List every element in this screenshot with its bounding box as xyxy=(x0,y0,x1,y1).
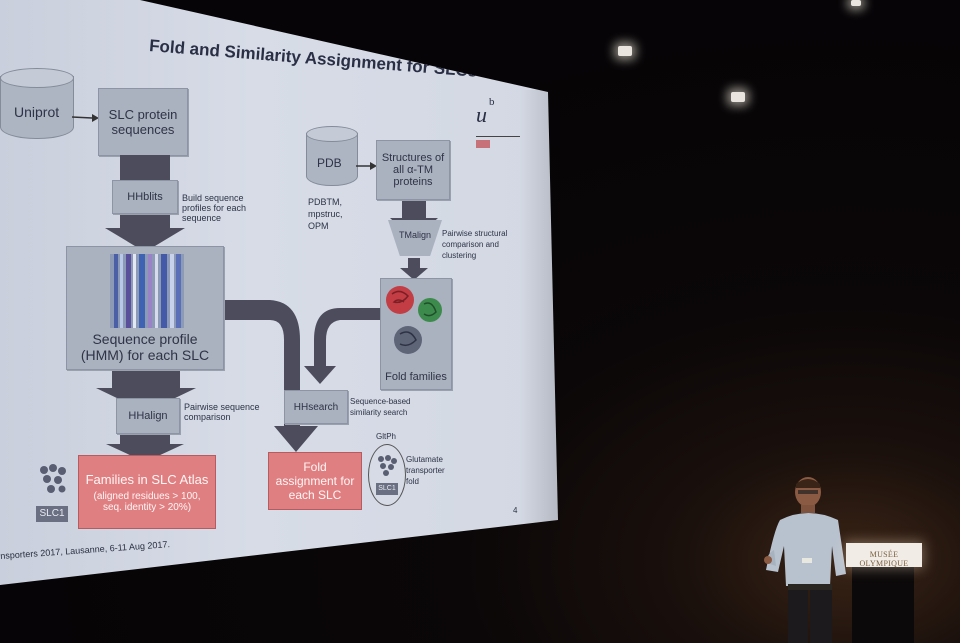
hhalign-note: Pairwise sequence comparison xyxy=(184,402,260,422)
lectern-stand xyxy=(852,566,914,643)
slc1-left-label: SLC1 xyxy=(39,508,65,519)
hhblits-label: HHblits xyxy=(127,191,163,203)
fold-families-label: Fold families xyxy=(385,371,447,383)
hhblits-box: HHblits xyxy=(112,180,178,214)
gltph-network-icon xyxy=(378,455,397,476)
hhsearch-note: Sequence-based similarity search xyxy=(350,397,411,417)
fold-assignment-label: Fold assignment for each SLC xyxy=(275,460,355,502)
families-detail: (aligned residues > 100, seq. identity >… xyxy=(93,490,201,513)
tmalign-label: TMalign xyxy=(398,230,431,240)
slc-sequences-box: SLC protein sequences xyxy=(98,88,188,156)
page-number: 4 xyxy=(513,506,518,515)
pdb-arrow xyxy=(356,162,377,170)
structures-box: Structures of all α-TM proteins xyxy=(376,140,450,200)
fold-assignment-box: Fold assignment for each SLC xyxy=(268,452,362,510)
ceiling-spotlight xyxy=(731,92,745,102)
sequence-profile-label: Sequence profile (HMM) for each SLC xyxy=(80,331,210,363)
alignment-image xyxy=(110,254,184,328)
presenter xyxy=(764,477,846,643)
pdb-database-cylinder: PDB xyxy=(306,126,358,190)
logo-letter: u xyxy=(476,102,487,127)
uniprot-database-cylinder: Uniprot xyxy=(0,68,74,144)
slc1-right-label: SLC1 xyxy=(378,485,396,492)
slc1-right-badge: SLC1 xyxy=(376,483,398,495)
university-logo: u b xyxy=(474,96,524,154)
hhsearch-box: HHsearch xyxy=(284,390,348,424)
logo-superscript: b xyxy=(489,96,495,108)
hhsearch-label: HHsearch xyxy=(293,401,339,413)
lectern-sign-label: MUSÉE OLYMPIQUE xyxy=(859,550,909,568)
pdb-sources: PDBTM, mpstruc, OPM xyxy=(308,197,343,231)
hhalign-box: HHalign xyxy=(116,398,180,434)
glutamate-note: Glutamate transporter fold xyxy=(406,455,445,486)
logo-rule xyxy=(476,136,520,137)
hhalign-label: HHalign xyxy=(128,410,168,422)
uniprot-label: Uniprot xyxy=(14,104,60,120)
lectern-sign: MUSÉE OLYMPIQUE xyxy=(846,543,922,568)
uniprot-arrow xyxy=(72,114,99,122)
families-box: Families in SLC Atlas (aligned residues … xyxy=(78,455,216,529)
slc-sequences-label: SLC protein sequences xyxy=(108,107,178,137)
pdb-label: PDB xyxy=(317,156,342,170)
families-label: Families in SLC Atlas xyxy=(85,471,209,487)
gltph-circle: SLC1 xyxy=(368,444,406,506)
gltph-label: GltPh xyxy=(376,432,397,441)
tmalign-note: Pairwise structural comparison and clust… xyxy=(442,229,508,260)
screen-edge-shadow xyxy=(520,90,560,530)
hhblits-note: Build sequence profiles for each sequenc… xyxy=(182,193,247,223)
fold-structure-images xyxy=(386,286,442,354)
slc1-left-badge: SLC1 xyxy=(36,506,68,522)
projected-slide: Fold and Similarity Assignment for SLCs … xyxy=(0,0,558,585)
structures-label: Structures of all α-TM proteins xyxy=(381,152,445,188)
logo-red-mark xyxy=(476,140,490,148)
ceiling-spotlight xyxy=(618,46,632,56)
slc1-network-icon xyxy=(40,464,66,493)
ceiling-spotlight xyxy=(851,0,861,6)
